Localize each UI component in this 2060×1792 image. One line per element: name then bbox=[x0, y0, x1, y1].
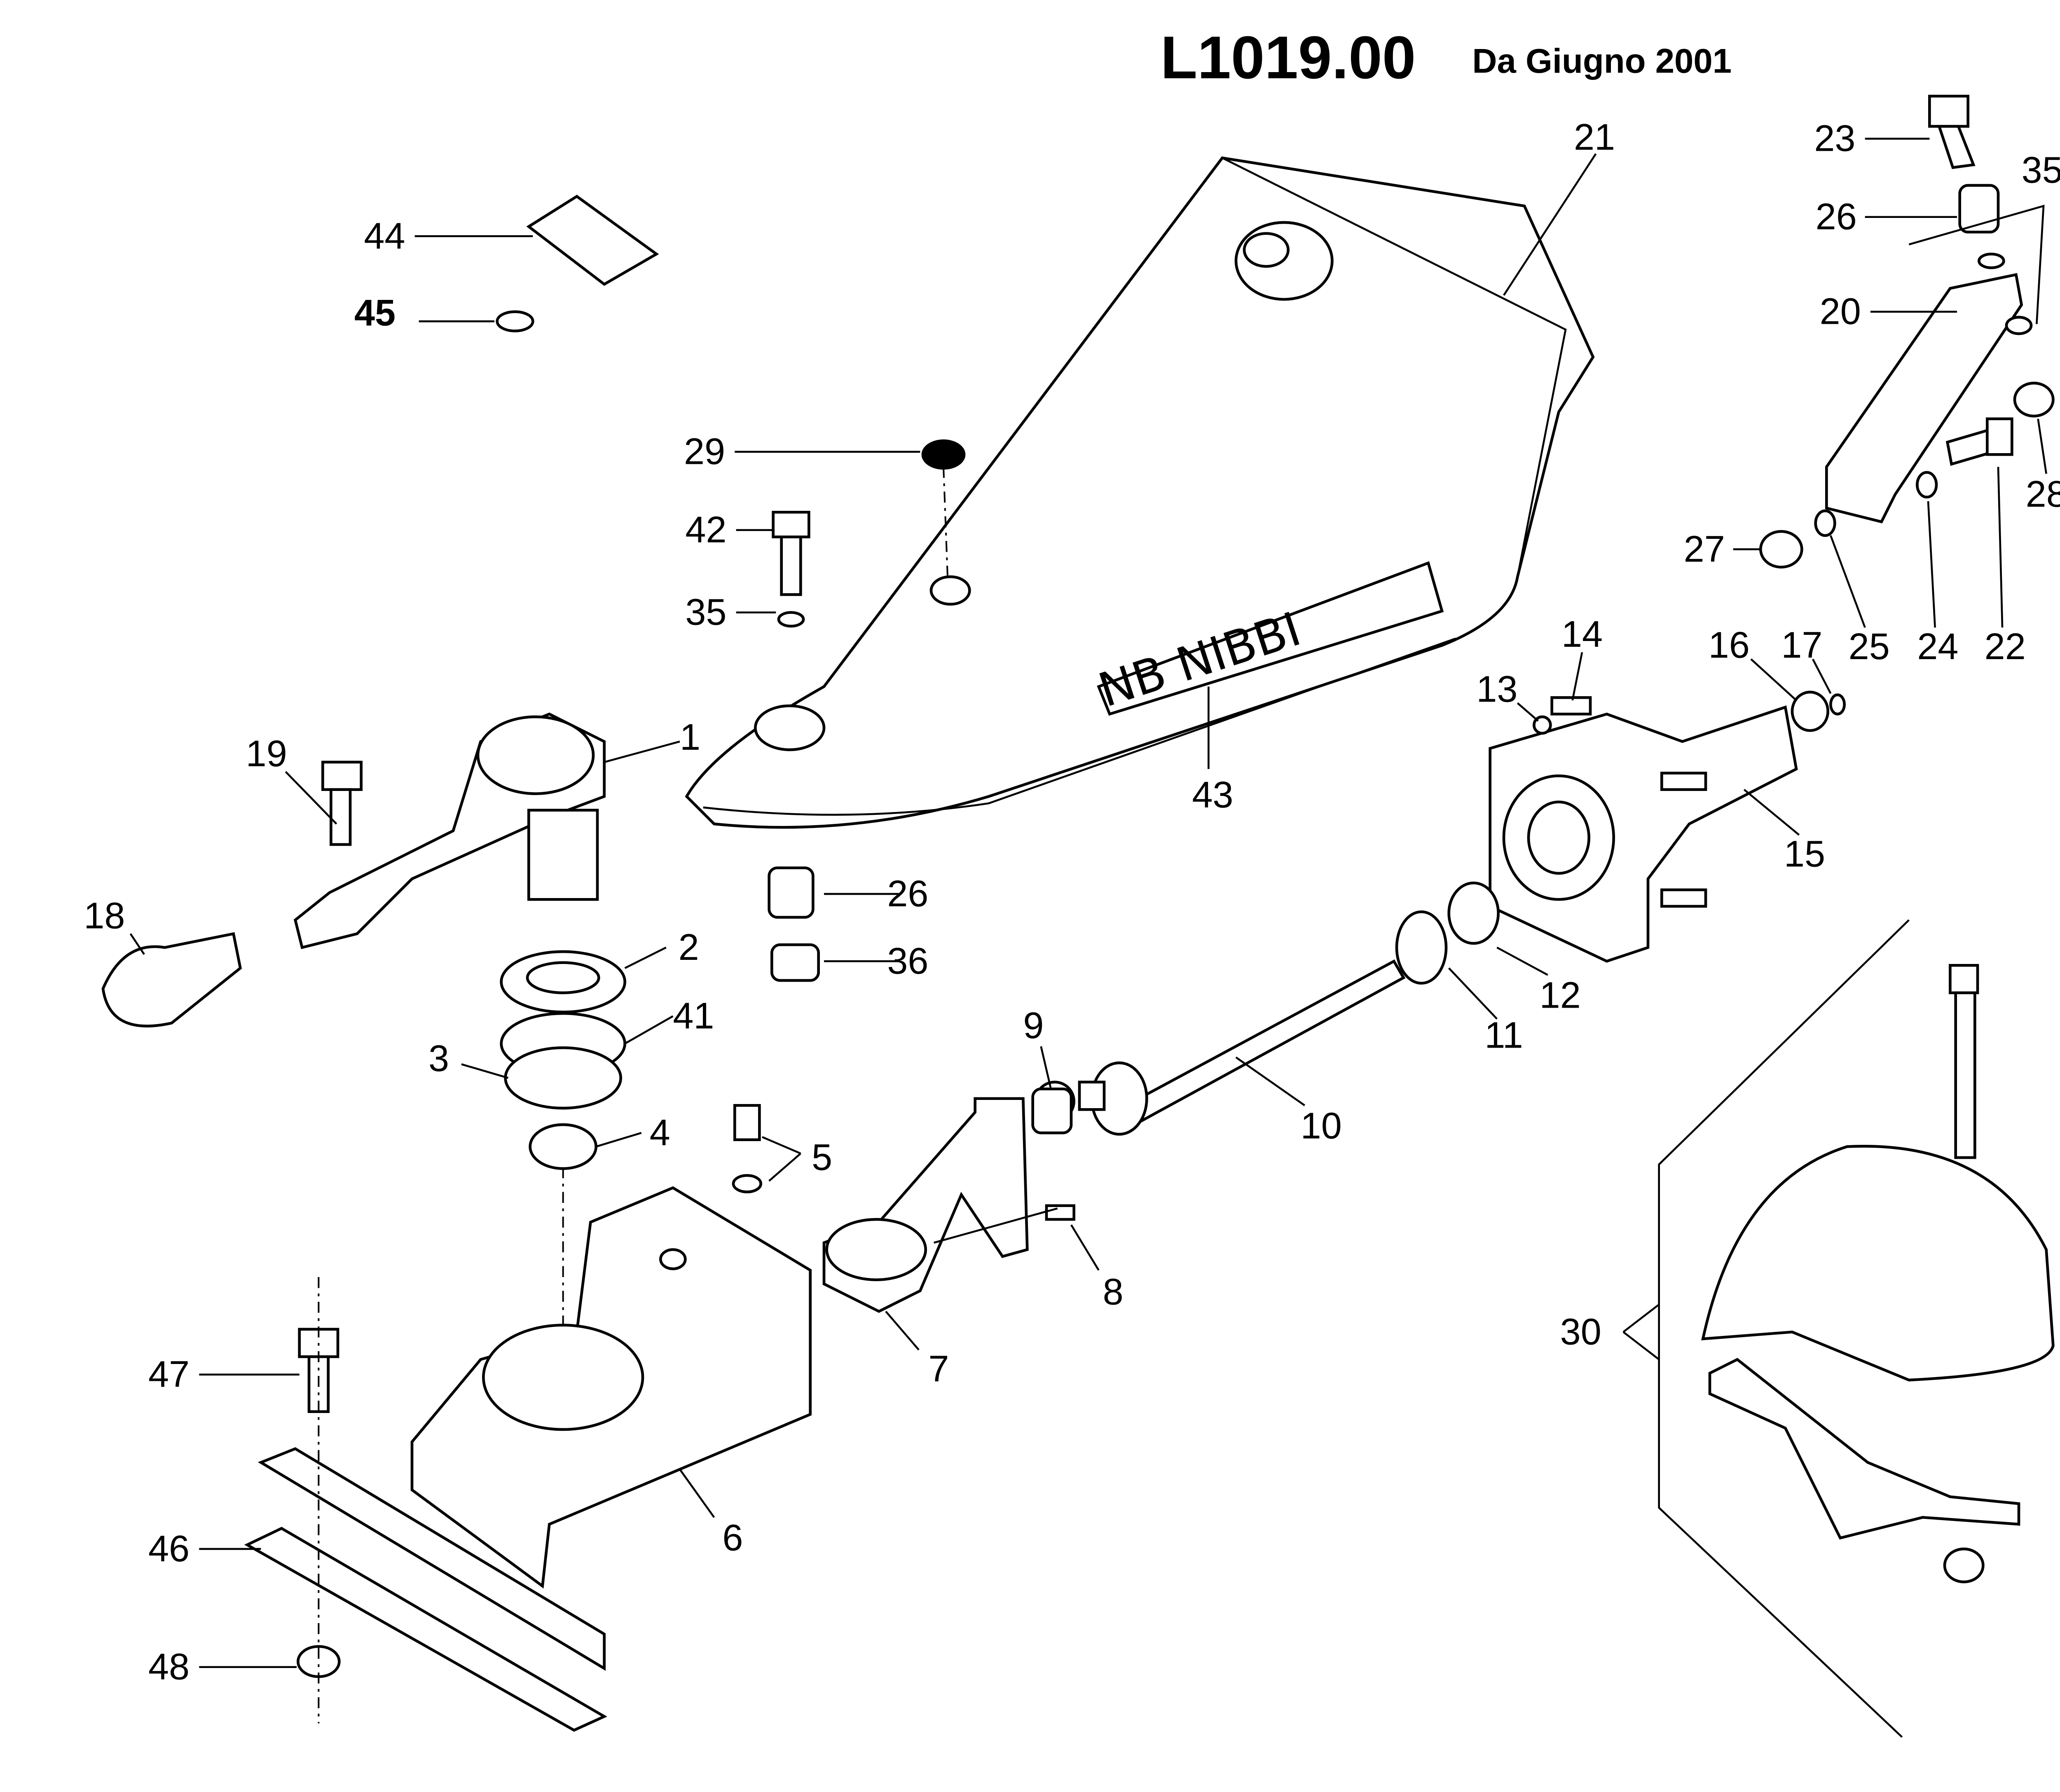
part-label: 25 bbox=[1849, 626, 1890, 667]
part-label: 35 bbox=[2022, 150, 2060, 191]
part-label: 10 bbox=[1301, 1105, 1342, 1146]
arm-body-part: NB NIBBI bbox=[685, 156, 1595, 829]
leader-lines bbox=[129, 138, 2047, 1668]
part-label: 21 bbox=[1574, 117, 1615, 158]
part-label: 12 bbox=[1540, 975, 1581, 1016]
part-label: 42 bbox=[685, 510, 726, 551]
part-label: 22 bbox=[1985, 626, 2026, 667]
part-label: 13 bbox=[1476, 669, 1517, 710]
part-label: 18 bbox=[84, 895, 125, 936]
part-label: 48 bbox=[148, 1647, 190, 1688]
part-label: 5 bbox=[812, 1137, 832, 1178]
part-label: 11 bbox=[1484, 1015, 1523, 1056]
part-label: 44 bbox=[364, 215, 405, 257]
part-label: 41 bbox=[673, 996, 714, 1037]
part-labels: 44 45 29 42 35 21 23 35 26 20 28 27 25 2… bbox=[84, 117, 2060, 1687]
part-label: 24 bbox=[1917, 626, 1958, 667]
part-label: 46 bbox=[148, 1528, 190, 1570]
part-label: 28 bbox=[2026, 474, 2060, 515]
part-label: 4 bbox=[650, 1112, 670, 1153]
part-label: 7 bbox=[928, 1348, 949, 1390]
part-label: 26 bbox=[1816, 197, 1857, 238]
part-label: 17 bbox=[1781, 625, 1822, 666]
parts-shapes bbox=[101, 95, 2055, 1738]
part-label: 36 bbox=[887, 940, 928, 982]
part-label: 26 bbox=[887, 873, 928, 915]
part-label: 29 bbox=[684, 431, 725, 473]
part-label: 15 bbox=[1784, 833, 1825, 875]
diagram-date: Da Giugno 2001 bbox=[1472, 42, 1732, 80]
part-label: 16 bbox=[1709, 625, 1750, 666]
part-label: 8 bbox=[1103, 1272, 1124, 1313]
part-label: 3 bbox=[428, 1038, 449, 1079]
part-label: 1 bbox=[680, 717, 700, 758]
part-label: 30 bbox=[1560, 1311, 1601, 1352]
part-label: 9 bbox=[1023, 1005, 1044, 1046]
part-label: 43 bbox=[1192, 774, 1233, 816]
part-label: 20 bbox=[1820, 291, 1861, 332]
part-label: 47 bbox=[148, 1354, 190, 1395]
part-label: 14 bbox=[1561, 614, 1603, 655]
part-label: 19 bbox=[246, 733, 287, 774]
part-label: 6 bbox=[722, 1517, 743, 1558]
part-label: 35 bbox=[685, 592, 726, 633]
part-label: 23 bbox=[1814, 118, 1855, 159]
part-label: 45 bbox=[354, 292, 396, 334]
diagram-code: L1019.00 bbox=[1161, 24, 1416, 91]
part-label: 27 bbox=[1684, 529, 1725, 570]
part-label: 2 bbox=[679, 927, 699, 968]
